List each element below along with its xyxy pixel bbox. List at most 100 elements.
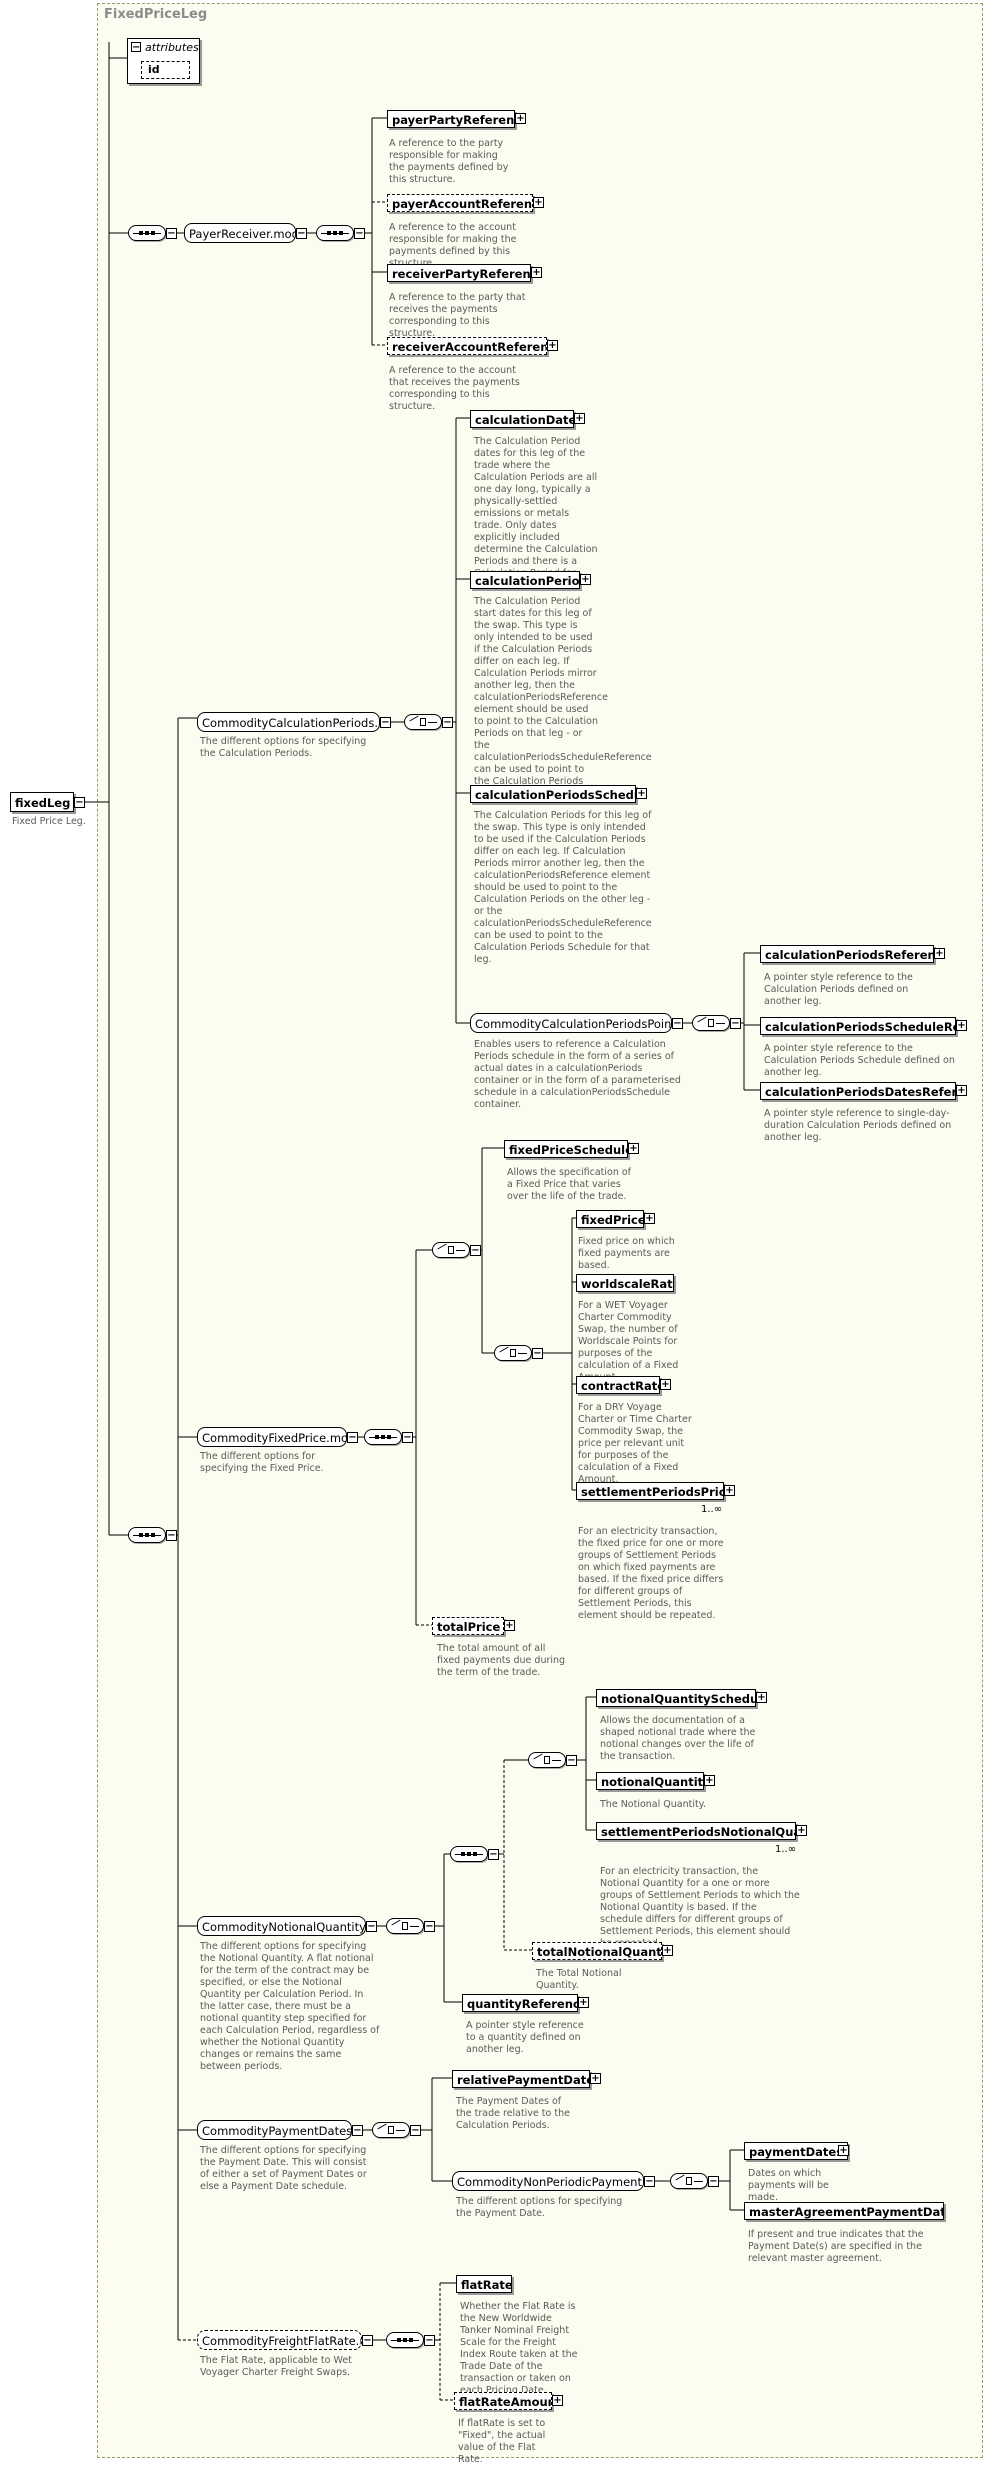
element-calculationPeriodsScheduleReference[interactable]: calculationPeriodsScheduleRef... <box>760 1017 956 1035</box>
collapse-icon[interactable]: − <box>532 1348 543 1359</box>
element-flatRate[interactable]: flatRate <box>456 2275 512 2293</box>
sequence-compositor[interactable] <box>316 225 354 241</box>
element-calculationPeriodsDatesReference[interactable]: calculationPeriodsDatesRefere... <box>760 1082 956 1100</box>
element-calculationPeriodsSchedule[interactable]: calculationPeriodsSchedule <box>470 785 636 803</box>
group-calculation-periods-pointer-model[interactable]: CommodityCalculationPeriodsPointer... <box>470 1013 672 1033</box>
element-receiverPartyReference[interactable]: receiverPartyReference <box>387 264 531 282</box>
element-calculationPeriods[interactable]: calculationPeriods <box>470 571 580 589</box>
expand-icon[interactable]: + <box>796 1825 807 1836</box>
element-totalNotionalQuantity[interactable]: totalNotionalQuantity <box>532 1942 662 1960</box>
sequence-compositor[interactable] <box>364 1429 402 1445</box>
expand-icon[interactable]: + <box>515 113 526 124</box>
collapse-icon[interactable]: − <box>352 2125 363 2136</box>
expand-icon[interactable]: + <box>660 1379 671 1390</box>
element-notionalQuantity[interactable]: notionalQuantity <box>596 1772 704 1790</box>
element-payerPartyReference[interactable]: payerPartyReference <box>387 110 515 128</box>
expand-icon[interactable]: + <box>547 340 558 351</box>
element-receiverAccountReference[interactable]: receiverAccountReference <box>387 337 547 355</box>
expand-icon[interactable]: + <box>628 1143 639 1154</box>
expand-icon[interactable]: + <box>956 1020 967 1031</box>
expand-icon[interactable]: + <box>580 574 591 585</box>
expand-icon[interactable]: + <box>578 1997 589 2008</box>
element-fixedPriceSchedule[interactable]: fixedPriceSchedule <box>504 1140 628 1158</box>
sequence-compositor[interactable] <box>128 225 166 241</box>
sequence-compositor[interactable] <box>450 1846 488 1862</box>
collapse-icon[interactable]: − <box>566 1755 577 1766</box>
group-payer-receiver-model[interactable]: PayerReceiver.model <box>184 223 296 243</box>
expand-icon[interactable]: + <box>704 1775 715 1786</box>
choice-compositor[interactable] <box>670 2173 708 2189</box>
element-totalPrice[interactable]: totalPrice <box>432 1617 504 1635</box>
element-quantityReference[interactable]: quantityReference <box>462 1994 578 2012</box>
sequence-compositor[interactable] <box>128 1527 166 1543</box>
element-settlementPeriodsNotionalQuantity[interactable]: settlementPeriodsNotionalQua... <box>596 1822 796 1840</box>
collapse-icon[interactable]: − <box>166 1530 177 1541</box>
collapse-icon[interactable]: − <box>470 1245 481 1256</box>
attributes-group[interactable]: − attributes id <box>127 38 200 84</box>
element-paymentDates[interactable]: paymentDates <box>744 2142 848 2160</box>
choice-compositor[interactable] <box>494 1345 532 1361</box>
expand-icon[interactable]: + <box>552 2395 563 2406</box>
element-worldscaleRate[interactable]: worldscaleRate <box>576 1274 674 1292</box>
element-relativePaymentDates[interactable]: relativePaymentDates <box>452 2070 590 2088</box>
collapse-icon[interactable]: − <box>488 1849 499 1860</box>
collapse-icon[interactable]: − <box>74 797 85 808</box>
choice-compositor[interactable] <box>372 2122 410 2138</box>
element-fixedPrice[interactable]: fixedPrice <box>576 1210 644 1228</box>
expand-icon[interactable]: + <box>590 2073 601 2084</box>
collapse-icon[interactable]: − <box>672 1018 683 1029</box>
element-calculationPeriodsReference[interactable]: calculationPeriodsReference <box>760 945 934 963</box>
element-masterAgreementPaymentDates[interactable]: masterAgreementPaymentDates <box>744 2202 944 2220</box>
attribute-id[interactable]: id <box>141 61 190 79</box>
expand-icon[interactable]: + <box>934 948 945 959</box>
sequence-compositor[interactable] <box>386 2332 424 2348</box>
expand-icon[interactable]: + <box>533 197 544 208</box>
expand-icon[interactable]: + <box>724 1485 735 1496</box>
collapse-icon[interactable]: − <box>708 2176 719 2187</box>
expand-icon[interactable]: + <box>636 788 647 799</box>
group-notional-quantity-model[interactable]: CommodityNotionalQuantity.model <box>197 1916 366 1936</box>
collapse-icon[interactable]: − <box>347 1432 358 1443</box>
collapse-icon[interactable]: − <box>730 1018 741 1029</box>
expand-icon[interactable]: + <box>531 267 542 278</box>
root-element-fixedLeg[interactable]: fixedLeg <box>10 792 74 812</box>
collapse-icon[interactable]: − <box>362 2335 373 2346</box>
group-fixed-price-model[interactable]: CommodityFixedPrice.model <box>197 1427 347 1447</box>
choice-compositor[interactable] <box>692 1015 730 1031</box>
element-calculationDates[interactable]: calculationDates <box>470 410 574 428</box>
element-settlementPeriodsPrice[interactable]: settlementPeriodsPrice <box>576 1482 724 1500</box>
collapse-icon[interactable]: − <box>296 228 307 239</box>
element-contractRate[interactable]: contractRate <box>576 1376 660 1394</box>
collapse-icon[interactable]: − <box>644 2176 655 2187</box>
element-notionalQuantitySchedule[interactable]: notionalQuantitySchedule <box>596 1689 756 1707</box>
choice-compositor[interactable] <box>404 714 442 730</box>
element-payerAccountReference[interactable]: payerAccountReference <box>387 194 533 212</box>
expand-icon[interactable]: + <box>756 1692 767 1703</box>
choice-compositor[interactable] <box>432 1242 470 1258</box>
element-flatRateAmount[interactable]: flatRateAmount <box>454 2392 552 2410</box>
collapse-icon[interactable]: − <box>410 2125 421 2136</box>
group-payment-dates-model[interactable]: CommodityPaymentDates.model <box>197 2120 352 2140</box>
expand-icon[interactable]: + <box>662 1945 673 1956</box>
expand-icon[interactable]: + <box>838 2145 849 2156</box>
collapse-icon[interactable]: − <box>380 717 391 728</box>
collapse-icon[interactable]: − <box>424 2335 435 2346</box>
collapse-icon[interactable]: − <box>354 228 365 239</box>
expand-icon[interactable]: + <box>574 413 585 424</box>
collapse-icon[interactable]: − <box>424 1921 435 1932</box>
expand-icon[interactable]: + <box>504 1620 515 1631</box>
choice-compositor[interactable] <box>528 1752 566 1768</box>
element-doc: A pointer style reference to single-day-… <box>764 1108 952 1143</box>
expand-icon[interactable]: + <box>956 1085 967 1096</box>
collapse-icon[interactable]: − <box>131 42 141 53</box>
group-calculation-periods-model[interactable]: CommodityCalculationPeriods.model <box>197 712 380 732</box>
collapse-icon[interactable]: − <box>166 228 177 239</box>
collapse-icon[interactable]: − <box>442 717 453 728</box>
expand-icon[interactable]: + <box>644 1213 655 1224</box>
group-freight-flat-rate-model[interactable]: CommodityFreightFlatRate.model <box>197 2330 362 2350</box>
collapse-icon[interactable]: − <box>402 1432 413 1443</box>
group-non-periodic-payment-dates-model[interactable]: CommodityNonPeriodicPaymentDates... <box>452 2171 644 2191</box>
collapse-icon[interactable]: − <box>366 1921 377 1932</box>
choice-compositor[interactable] <box>386 1918 424 1934</box>
